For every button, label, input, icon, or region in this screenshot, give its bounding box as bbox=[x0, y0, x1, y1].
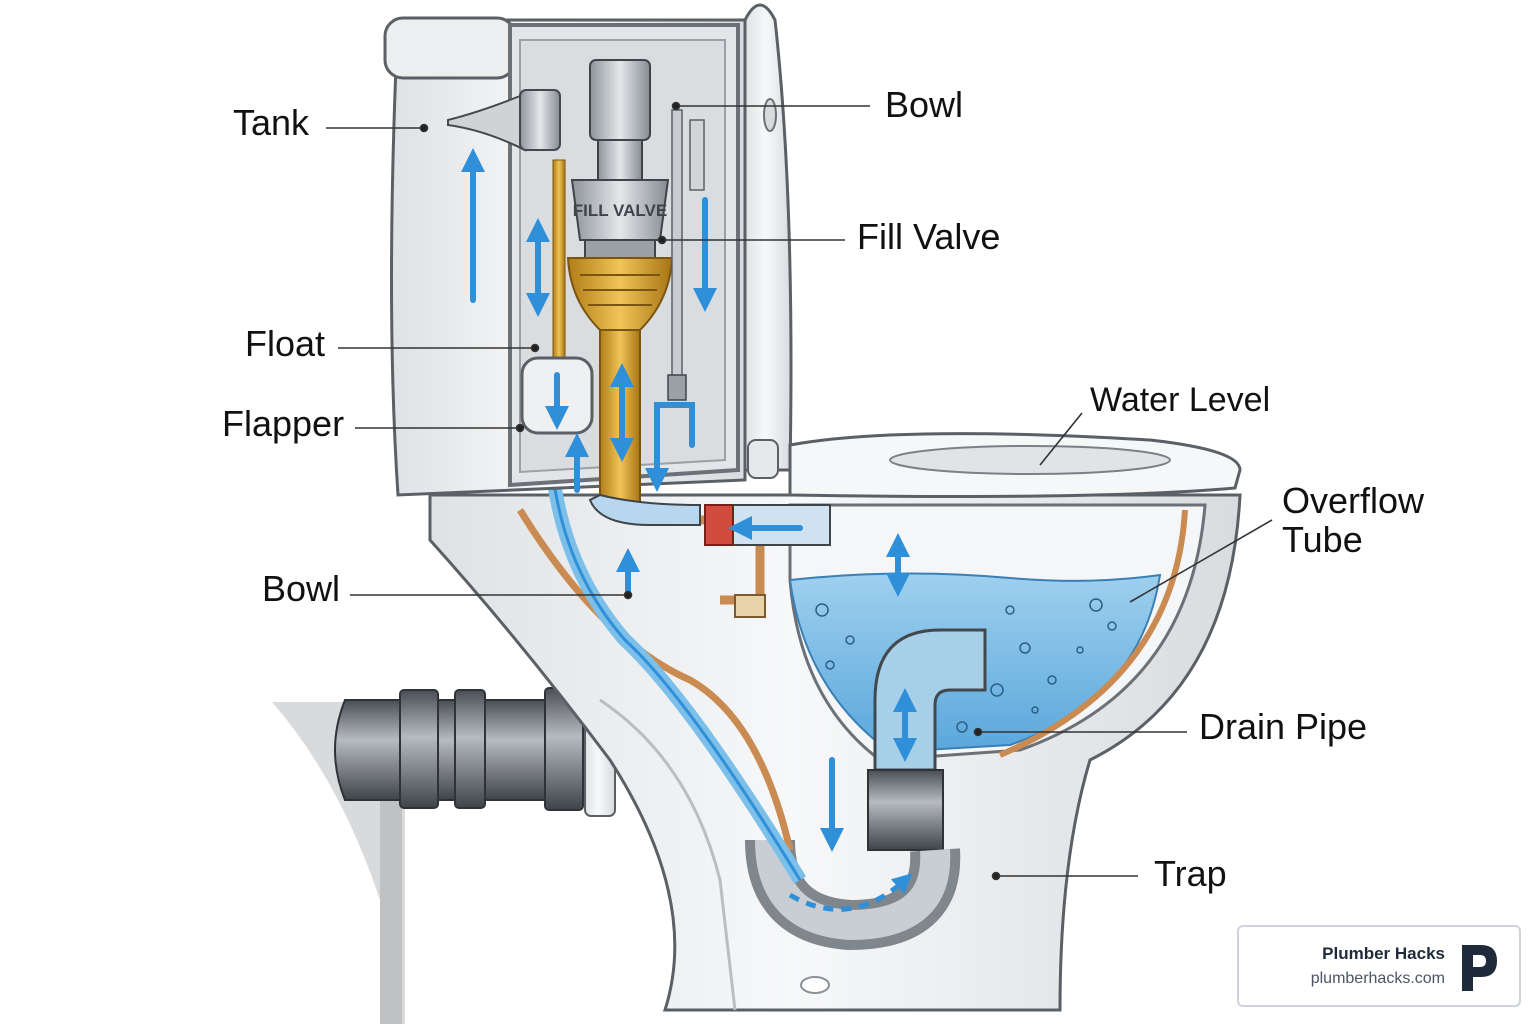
arrow-icon bbox=[645, 402, 695, 492]
brand-name: Plumber Hacks bbox=[1322, 944, 1445, 963]
fill-valve-label: Fill Valve bbox=[857, 216, 1001, 257]
p-logo-icon bbox=[1462, 945, 1497, 991]
fill-valve-embossed-text: FILL VALVE bbox=[573, 201, 667, 220]
water-bubbles bbox=[815, 598, 1117, 733]
tank-overflow-tube bbox=[667, 109, 705, 401]
overflow-tube-label-line1: Overflow bbox=[1282, 480, 1425, 521]
float-label: Float bbox=[245, 323, 326, 364]
flow-arrows bbox=[461, 148, 917, 852]
drain-pipe-label: Drain Pipe bbox=[1199, 706, 1368, 747]
overflow-tube-label-line2: Tube bbox=[1282, 518, 1363, 560]
leader-lines bbox=[326, 101, 1273, 881]
bowl-label-left: Bowl bbox=[262, 568, 341, 609]
tank-label: Tank bbox=[233, 102, 310, 143]
water-level-label: Water Level bbox=[1090, 381, 1271, 419]
trap-label: Trap bbox=[1154, 853, 1227, 894]
brand-url: plumberhacks.com bbox=[1310, 970, 1445, 987]
branding-card: Plumber Hacks plumberhacks.com bbox=[1237, 925, 1521, 1007]
seat-and-lid bbox=[743, 3, 1242, 498]
bowl-label-top: Bowl bbox=[885, 84, 964, 125]
flush-handle bbox=[447, 89, 561, 152]
supply-channels bbox=[517, 439, 806, 884]
overflow-tube-label: Overflow Tube bbox=[1282, 480, 1425, 560]
flapper-label: Flapper bbox=[222, 403, 345, 444]
